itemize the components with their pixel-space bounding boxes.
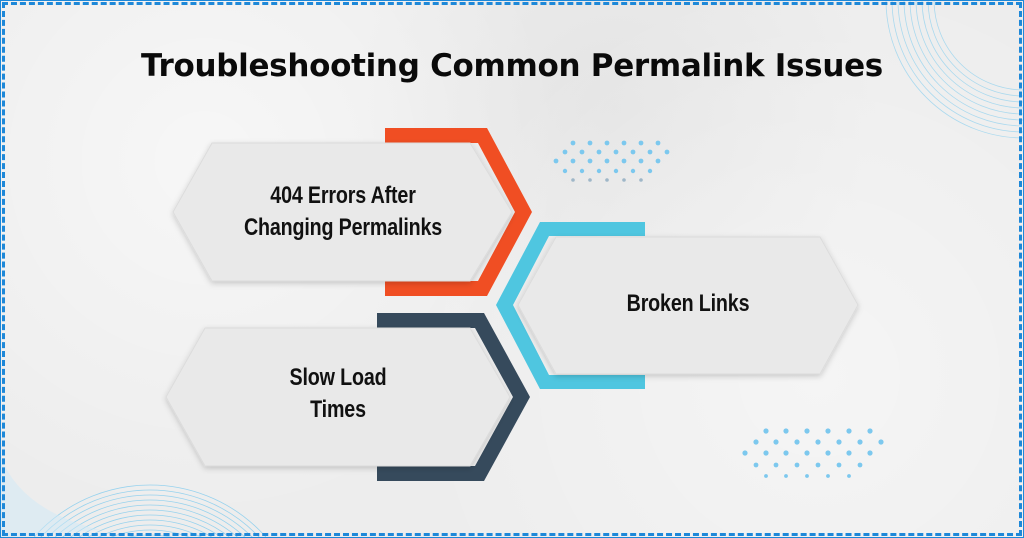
- slate-accent-chevron: [377, 313, 530, 481]
- page-title: Troubleshooting Common Permalink Issues: [141, 48, 883, 84]
- orange-accent-chevron: [385, 128, 532, 296]
- cyan-accent-chevron: [496, 222, 645, 389]
- hexagon-slow-load-times: [165, 327, 511, 467]
- issue-404-line-1: 404 Errors After: [270, 182, 416, 209]
- issue-404-line-2: Changing Permalinks: [243, 214, 443, 241]
- issue-broken-links-line-1: Broken Links: [626, 290, 750, 317]
- issue-slow-load-label: Slow Load Times: [215, 362, 461, 426]
- issue-slow-load-line-2: Times: [310, 396, 366, 423]
- issue-broken-links-label: Broken Links: [565, 288, 811, 320]
- hexagon-broken-links: [517, 236, 859, 375]
- hexagon-404-errors: [172, 142, 513, 282]
- dot-pattern-top: [553, 140, 670, 182]
- issue-404-label: 404 Errors After Changing Permalinks: [220, 180, 466, 244]
- dot-pattern-bottom: [742, 428, 884, 478]
- concentric-arcs-bottom-left: [32, 484, 268, 538]
- issue-slow-load-line-1: Slow Load: [289, 364, 387, 391]
